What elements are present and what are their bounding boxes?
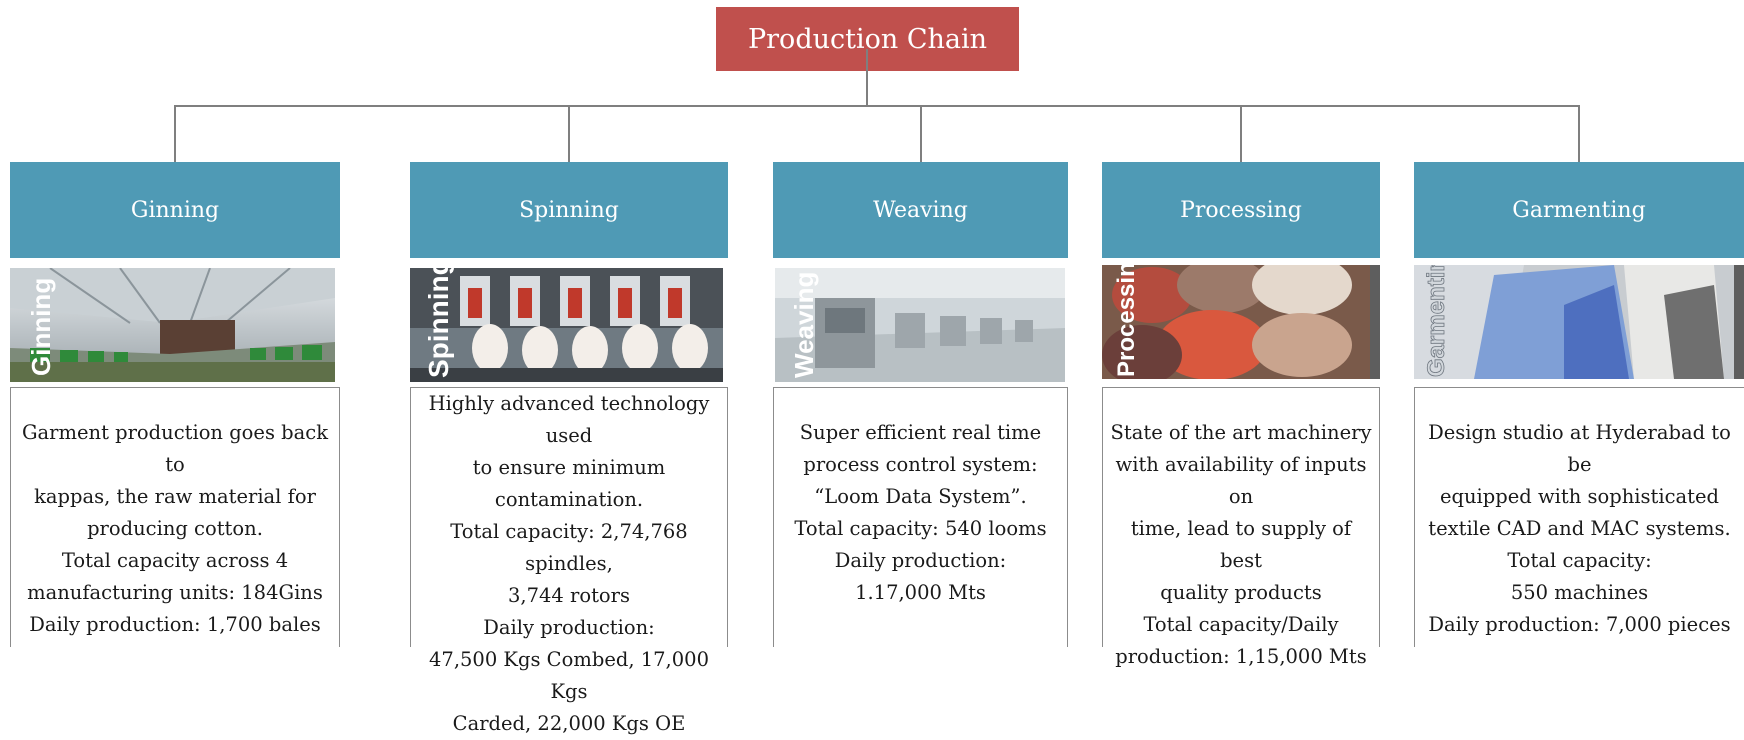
ginning-photo: Ginning: [10, 268, 335, 382]
processing-description: State of the art machinery with availabi…: [1102, 387, 1380, 668]
ginning-desc-line: Daily production: 1,700 bales: [29, 613, 321, 636]
ginning-photo-label: Ginning: [26, 278, 56, 376]
weaving-description: Super efficient real time process contro…: [773, 387, 1068, 647]
stage-weaving-header: Weaving: [773, 162, 1068, 258]
stage-processing-header: Processing: [1102, 162, 1380, 258]
spinning-photo-label: Spinning: [423, 268, 454, 378]
spinning-desc-line: Daily production:: [483, 616, 655, 639]
ginning-desc-line: kappas, the raw material for: [34, 485, 316, 508]
processing-desc-line: with availability of inputs on: [1115, 453, 1367, 508]
stage-spinning-header: Spinning: [410, 162, 728, 258]
connector-garmenting: [1578, 105, 1580, 163]
processing-desc-line: Total capacity/Daily: [1143, 613, 1339, 636]
garmenting-desc-line: Daily production: 7,000 pieces: [1428, 613, 1731, 636]
connector-root-down: [866, 49, 868, 106]
processing-desc-line: quality products: [1160, 581, 1322, 604]
weaving-desc-line: 1.17,000 Mts: [855, 581, 986, 604]
spinning-desc-line: Highly advanced technology used: [428, 392, 710, 447]
connector-spinning: [568, 105, 570, 163]
processing-photo-label: Processing: [1113, 265, 1140, 377]
connector-weaving: [920, 105, 922, 163]
garmenting-desc-line: equipped with sophisticated: [1439, 485, 1720, 508]
garmenting-desc-line: Design studio at Hyderabad to be: [1428, 421, 1731, 476]
ginning-desc-line: Total capacity across 4: [61, 549, 289, 572]
weaving-photo-label: Weaving: [789, 272, 819, 378]
weaving-desc-line: “Loom Data System”.: [814, 485, 1027, 508]
weaving-desc-line: Super efficient real time: [799, 421, 1042, 444]
garmenting-desc-line: 550 machines: [1510, 581, 1649, 604]
spinning-photo: Spinning: [410, 268, 723, 382]
connector-processing: [1240, 105, 1242, 163]
spinning-desc-line: to ensure minimum: [472, 456, 666, 479]
weaving-desc-line: Total capacity: 540 looms: [794, 517, 1047, 540]
spinning-desc-line: 3,744 rotors: [508, 584, 630, 607]
garmenting-description: Design studio at Hyderabad to be equippe…: [1414, 387, 1744, 647]
spinning-desc-line: 47,500 Kgs Combed, 17,000 Kgs: [429, 648, 709, 703]
spinning-desc-line: Carded, 22,000 Kgs OE: [452, 712, 686, 735]
ginning-description: Garment production goes back to kappas, …: [10, 387, 340, 647]
ginning-desc-line: producing cotton.: [87, 517, 263, 540]
spinning-description: Highly advanced technology used to ensur…: [410, 387, 728, 735]
ginning-desc-line: Garment production goes back to: [21, 421, 329, 476]
processing-desc-line: time, lead to supply of best: [1130, 517, 1352, 572]
processing-desc-line: State of the art machinery: [1110, 421, 1372, 444]
stage-garmenting-header: Garmenting: [1414, 162, 1744, 258]
weaving-photo: Weaving: [775, 268, 1065, 382]
spinning-desc-line: Total capacity: 2,74,768 spindles,: [450, 520, 688, 575]
spinning-desc-line: contamination.: [494, 488, 644, 511]
connector-horizontal: [174, 105, 1580, 107]
garmenting-photo-label: Garmenting: [1423, 265, 1450, 377]
weaving-desc-line: process control system:: [803, 453, 1038, 476]
processing-photo: Processing: [1102, 265, 1380, 379]
garmenting-desc-line: textile CAD and MAC systems.: [1428, 517, 1731, 540]
garmenting-desc-line: Total capacity:: [1507, 549, 1652, 572]
stage-ginning-header: Ginning: [10, 162, 340, 258]
ginning-desc-line: manufacturing units: 184Gins: [27, 581, 323, 604]
connector-ginning: [174, 105, 176, 163]
processing-desc-line: production: 1,15,000 Mts: [1115, 645, 1367, 668]
weaving-desc-line: Daily production:: [834, 549, 1007, 572]
garmenting-photo: Garmenting: [1414, 265, 1744, 379]
